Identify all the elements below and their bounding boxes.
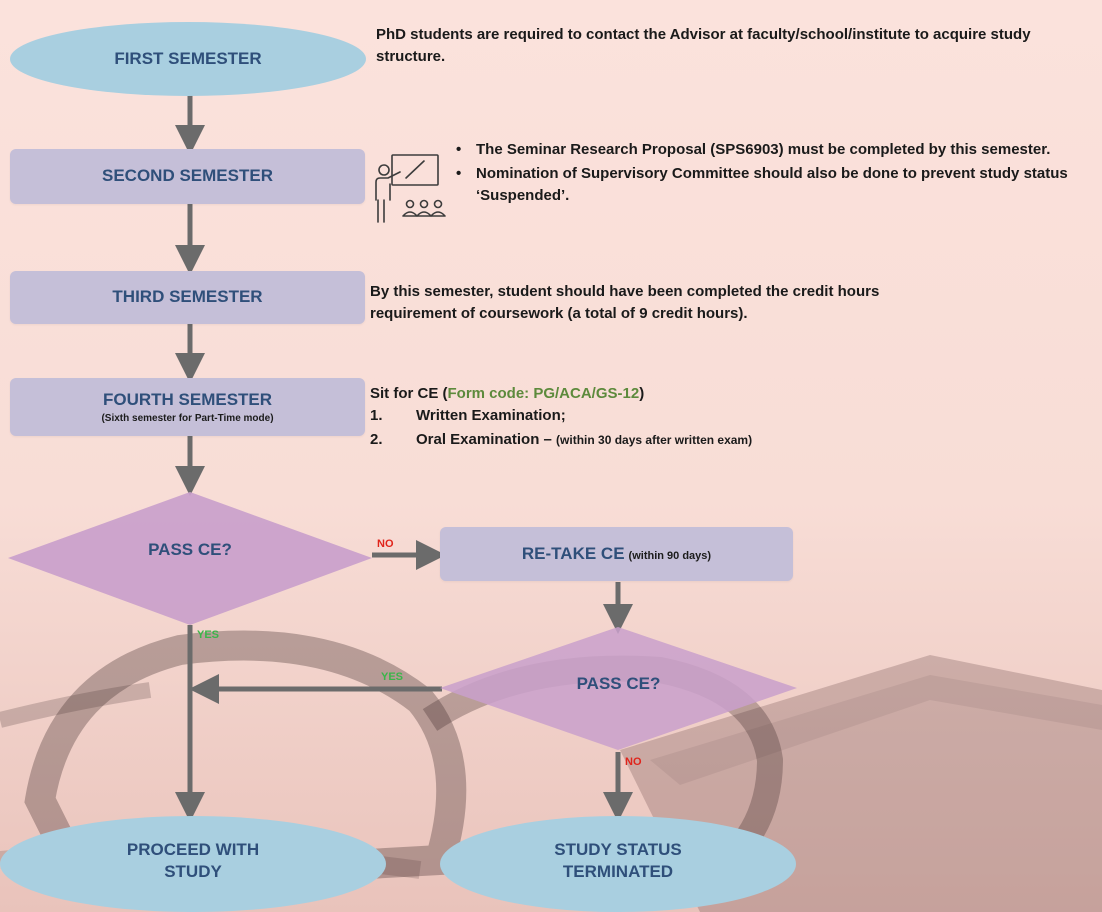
no-label-2: NO: [625, 756, 642, 768]
study-terminated-node: STUDY STATUS TERMINATED: [440, 816, 796, 912]
third-semester-note: By this semester, student should have be…: [370, 283, 880, 322]
retake-ce-sublabel: (within 90 days): [628, 549, 712, 562]
terminated-line1: STUDY STATUS: [554, 839, 682, 859]
first-semester-label: FIRST SEMESTER: [114, 48, 262, 68]
retake-ce-label: RE-TAKE CE: [521, 543, 625, 563]
second-semester-note: The Seminar Research Proposal (SPS6903) …: [456, 139, 1096, 208]
fourth-semester-sublabel: (Sixth semester for Part-Time mode): [101, 412, 274, 424]
exam-item-1: 1. Written Examination;: [370, 406, 566, 424]
yes-label-2: YES: [381, 671, 404, 683]
first-semester-note: PhD students are required to contact the…: [376, 26, 1031, 65]
terminated-line2: TERMINATED: [562, 862, 674, 881]
fourth-semester-intro: Sit for CE (Form code: PG/ACA/GS-12): [370, 385, 645, 402]
no-label-1: NO: [377, 538, 394, 550]
pass-ce-decision-1: [8, 492, 372, 625]
second-semester-label: SECOND SEMESTER: [102, 166, 273, 186]
pass-ce-decision-2: [440, 627, 797, 750]
proceed-line1: PROCEED WITH: [126, 839, 260, 859]
fourth-semester-note: Sit for CE (Form code: PG/ACA/GS-12) 1. …: [370, 383, 1010, 452]
third-semester-node: THIRD SEMESTER: [10, 271, 365, 324]
first-semester-node: FIRST SEMESTER: [10, 22, 366, 96]
form-code: Form code: PG/ACA/GS-12: [447, 385, 640, 402]
second-semester-bullet-2: Nomination of Supervisory Committee shou…: [456, 163, 1096, 207]
fourth-semester-label: FOURTH SEMESTER: [102, 390, 273, 410]
second-semester-bullet-1: The Seminar Research Proposal (SPS6903) …: [456, 139, 1096, 161]
pass-ce-decision-2-label: PASS CE?: [576, 674, 661, 693]
proceed-with-study-node: PROCEED WITH STUDY: [0, 816, 386, 912]
third-semester-label: THIRD SEMESTER: [112, 287, 263, 307]
proceed-line2: STUDY: [164, 862, 222, 881]
second-semester-node: SECOND SEMESTER: [10, 149, 365, 204]
yes-label-1: YES: [197, 629, 220, 641]
teacher-presentation-icon: [375, 154, 446, 223]
fourth-semester-node: FOURTH SEMESTER (Sixth semester for Part…: [10, 378, 365, 436]
retake-ce-node: RE-TAKE CE (within 90 days): [440, 527, 793, 581]
exam-item-2: 2. Oral Examination – (within 30 days af…: [370, 430, 753, 448]
pass-ce-decision-1-label: PASS CE?: [148, 540, 232, 559]
